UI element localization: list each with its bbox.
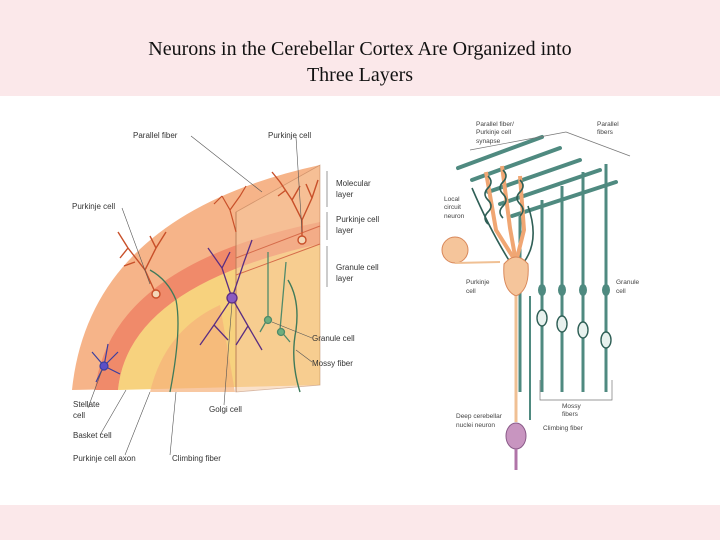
label-pf-synapse-1: Parallel fiber/ [476, 121, 514, 128]
label-mossy-fiber: Mossy fiber [312, 359, 353, 368]
purkinje-cell-top [271, 171, 319, 245]
granule-axons [518, 164, 608, 392]
purkinje-dendrites-right [484, 165, 527, 264]
label-parallel-fibers-1: Parallel [597, 121, 619, 128]
title-line-1: Neurons in the Cerebellar Cortex Are Org… [148, 38, 572, 60]
label-deep-nuclei-1: Deep cerebellar [456, 413, 503, 420]
label-stellate-cell-2: cell [73, 411, 85, 420]
granule-somata [538, 284, 610, 296]
left-leader-lines [87, 135, 328, 456]
footer-band [0, 505, 720, 540]
climbing-fiber-spiral [471, 169, 534, 263]
left-diagram: Parallel fiber Purkinje cell Purkinje ce… [72, 131, 379, 463]
label-purkinje-2: cell [466, 288, 476, 295]
label-purkinje-cell-top: Purkinje cell [268, 131, 311, 140]
granule-cells [259, 252, 291, 343]
label-deep-nuclei-2: nuclei neuron [456, 422, 495, 429]
label-mossy-2: fibers [562, 411, 579, 418]
label-stellate-cell-1: Stellate [73, 400, 100, 409]
local-circuit-neuron [441, 236, 469, 264]
deep-nuclei-neuron [505, 422, 527, 450]
label-basket-cell: Basket cell [73, 431, 112, 440]
label-parallel-fiber: Parallel fiber [133, 131, 178, 140]
right-diagram: Parallel fiber/ Purkinje cell synapse Pa… [441, 121, 640, 470]
purkinje-cell-left [117, 231, 167, 299]
header-band [0, 0, 720, 96]
slide-title: Neurons in the Cerebellar Cortex Are Org… [60, 36, 660, 88]
label-local-circuit-1: Local [444, 196, 460, 203]
climbing-fiber-left [149, 269, 179, 393]
purkinje-soma-right [503, 256, 529, 297]
stellate-cell [91, 343, 121, 383]
label-pf-synapse-2: Purkinje cell [476, 129, 512, 136]
mossy-fiber [287, 279, 301, 393]
label-local-circuit-2: circuit [444, 204, 461, 211]
label-granule-layer-1: Granule cell [336, 263, 379, 272]
purkinje-cell-middle [213, 185, 247, 233]
label-molecular-layer-2: layer [336, 190, 354, 199]
label-granule-1: Granule [616, 279, 640, 286]
label-purkinje-layer-2: layer [336, 226, 354, 235]
label-purkinje-axon: Purkinje cell axon [73, 454, 136, 463]
label-molecular-layer-1: Molecular [336, 179, 371, 188]
label-purkinje-cell-left: Purkinje cell [72, 202, 115, 211]
label-purkinje-1: Purkinje [466, 279, 490, 286]
label-granule-layer-2: layer [336, 274, 354, 283]
label-granule-cell: Granule cell [312, 334, 355, 343]
label-granule-2: cell [616, 288, 626, 295]
purkinje-boundary-front [235, 225, 321, 259]
white-matter-region [150, 305, 235, 392]
label-local-circuit-3: neuron [444, 213, 465, 220]
right-brackets [469, 131, 631, 401]
parallel-fibers [456, 135, 618, 218]
label-purkinje-layer-1: Purkinje cell [336, 215, 379, 224]
label-pf-synapse-3: synapse [476, 138, 501, 145]
label-mossy-1: Mossy [562, 403, 582, 410]
label-climbing: Climbing fiber [543, 425, 584, 432]
mossy-glomeruli [536, 309, 612, 349]
label-climbing-fiber: Climbing fiber [172, 454, 221, 463]
local-circuit-axon [454, 261, 501, 264]
granule-boundary-front [235, 243, 321, 276]
label-golgi-cell: Golgi cell [209, 405, 242, 414]
title-line-2: Three Layers [306, 64, 414, 86]
label-parallel-fibers-2: fibers [597, 129, 614, 136]
